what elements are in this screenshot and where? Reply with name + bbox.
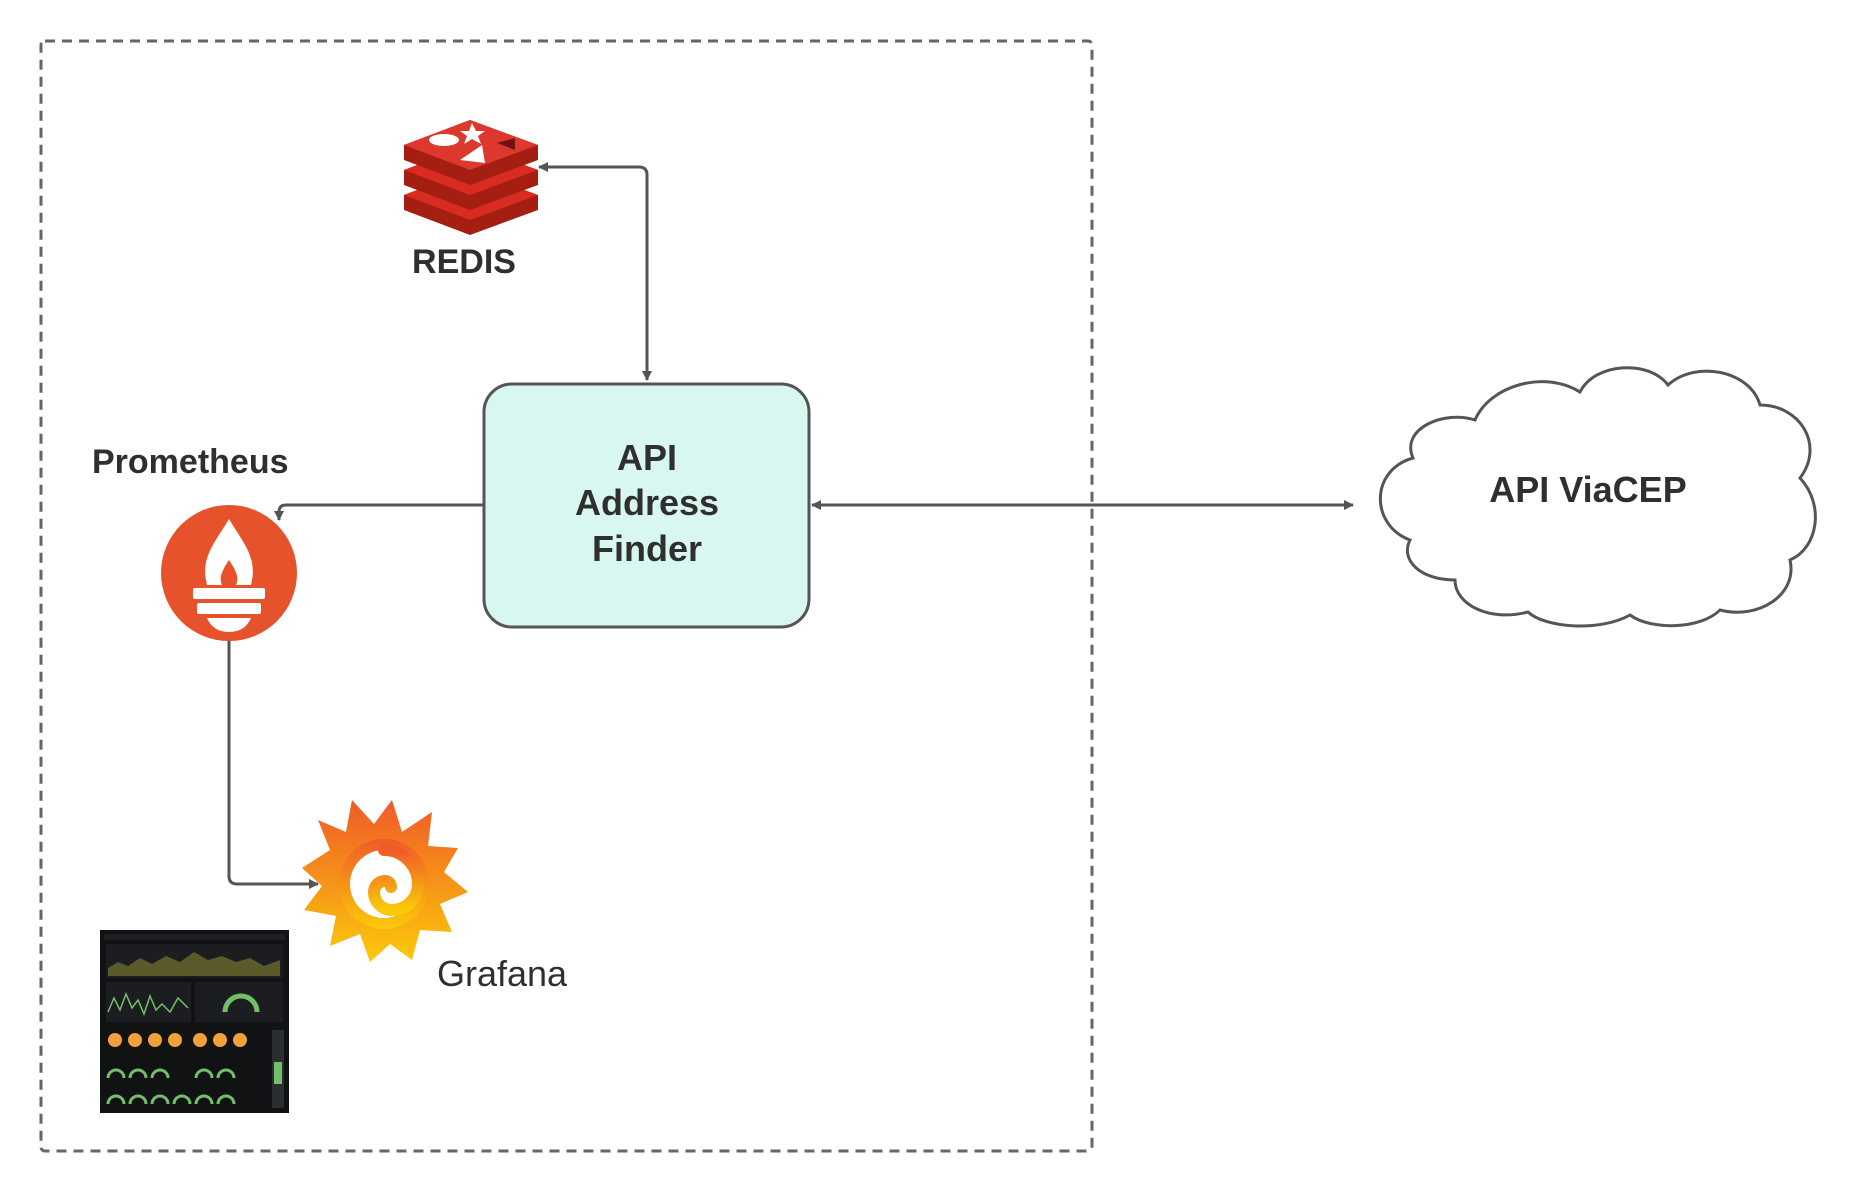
api-finder-label-line1: API — [617, 437, 677, 478]
edge-api-prometheus — [274, 503, 484, 521]
redis-label: REDIS — [412, 243, 516, 281]
api-finder-label-line3: Finder — [592, 528, 702, 569]
api-finder-label-line2: Address — [575, 482, 719, 523]
api-address-finder-box — [482, 382, 811, 629]
viacep-cloud-shape — [1378, 366, 1817, 628]
viacep-label: API ViaCEP — [1489, 469, 1686, 510]
system-boundary — [39, 39, 1094, 1153]
connectors — [227, 162, 1354, 889]
edge-api-redis — [538, 162, 652, 381]
grafana-label: Grafana — [437, 953, 568, 994]
prometheus-icon — [161, 505, 297, 641]
grafana-icon — [302, 800, 468, 962]
grafana-dashboard-screenshot — [100, 930, 289, 1113]
redis-icon — [404, 120, 538, 235]
prometheus-label: Prometheus — [92, 443, 289, 481]
edge-prometheus-grafana — [227, 640, 319, 889]
